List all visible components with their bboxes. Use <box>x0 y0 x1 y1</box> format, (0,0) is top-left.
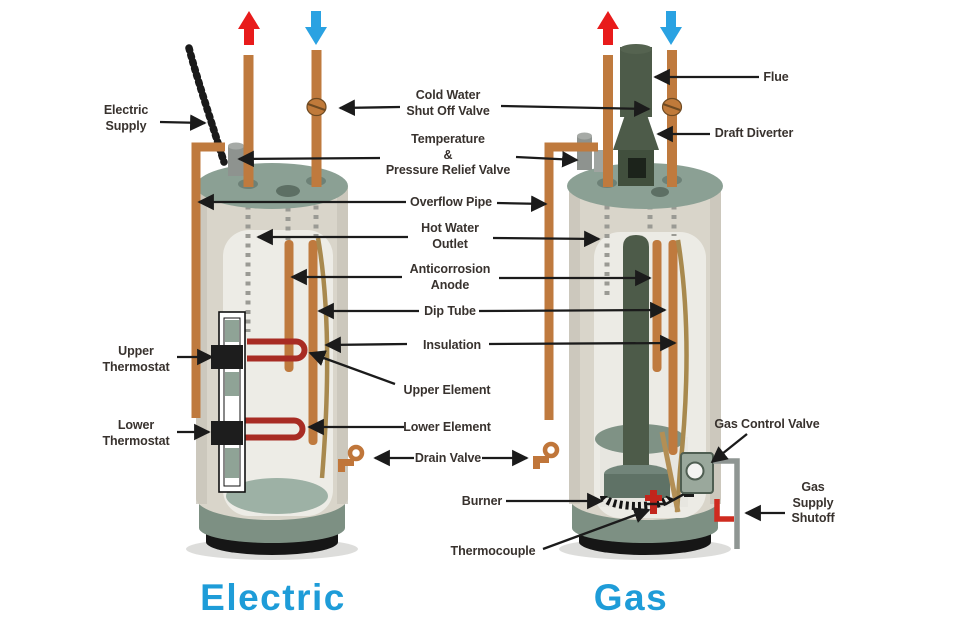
gas-base-band <box>572 513 718 543</box>
thermocouple-pilot <box>650 490 657 514</box>
electric-water <box>226 478 328 514</box>
electric-cold-pipe <box>311 50 322 187</box>
cold-in-arrow-electric <box>305 11 327 45</box>
gas-drain-valve-graphic <box>533 441 560 469</box>
caption-gas: Gas <box>593 577 669 618</box>
label-burner: Burner <box>461 494 503 508</box>
electric-drain-valve-graphic <box>338 444 365 472</box>
gas-flue-interior <box>623 235 649 465</box>
label-insulation: Insulation <box>422 338 482 352</box>
electric-hot-pipe <box>243 55 254 187</box>
label-flue: Flue <box>763 70 789 84</box>
electric-tp-valve <box>228 146 244 176</box>
label-electric-supply: Electric Supply <box>103 103 149 133</box>
gas-overflow-pipe <box>544 142 598 420</box>
caption-electric: Electric <box>200 577 346 618</box>
label-gas-control-valve: Gas Control Valve <box>714 417 820 431</box>
draft-diverter-graphic <box>613 112 659 150</box>
label-lower-element: Lower Element <box>403 420 491 434</box>
label-anticorrosion-anode: Anticorrosion Anode <box>409 262 491 292</box>
gas-tp-valve <box>577 136 592 170</box>
lower-thermostat-graphic <box>211 421 243 445</box>
label-temperature-pressure-relief-valve: Temperature & Pressure Relief Valve <box>385 132 511 177</box>
lower-element-graphic <box>245 417 306 441</box>
label-lower-thermostat: Lower Thermostat <box>102 418 170 448</box>
gas-cold-pipe <box>667 50 677 187</box>
gas-supply-shutoff-handle <box>714 499 734 522</box>
upper-element-graphic <box>247 338 308 362</box>
callout-arrows <box>159 68 785 551</box>
label-drain-valve: Drain Valve <box>414 451 482 465</box>
electric-base-band <box>199 513 345 543</box>
label-upper-thermostat: Upper Thermostat <box>102 344 170 374</box>
flue-graphic <box>620 47 652 117</box>
hot-out-arrow-gas <box>597 11 619 45</box>
label-draft-diverter: Draft Diverter <box>714 126 794 140</box>
label-hot-water-outlet: Hot Water Outlet <box>421 221 479 251</box>
upper-thermostat-graphic <box>211 345 243 369</box>
gas-heater-graphic <box>533 11 740 560</box>
electric-dip-tube-pipe <box>308 240 318 445</box>
label-dip-tube: Dip Tube <box>424 304 476 318</box>
gas-dip-tube-pipe <box>668 240 678 455</box>
cold-in-arrow-gas <box>660 11 682 45</box>
gas-anode-pipe <box>652 240 662 372</box>
hot-out-arrow-electric <box>238 11 260 45</box>
label-cold-water-shut-off-valve: Cold Water Shut Off Valve <box>406 88 490 118</box>
electric-overflow-pipe <box>191 142 225 418</box>
label-upper-element: Upper Element <box>403 383 491 397</box>
electric-heater-graphic <box>185 11 365 560</box>
label-gas-supply-shutoff: Gas Supply Shutoff <box>791 480 835 525</box>
gas-hot-pipe <box>603 55 613 187</box>
gas-insulation-line <box>674 239 689 513</box>
label-thermocouple: Thermocouple <box>450 544 536 558</box>
electric-anode-pipe <box>284 240 294 372</box>
label-overflow-pipe: Overflow Pipe <box>409 195 493 209</box>
